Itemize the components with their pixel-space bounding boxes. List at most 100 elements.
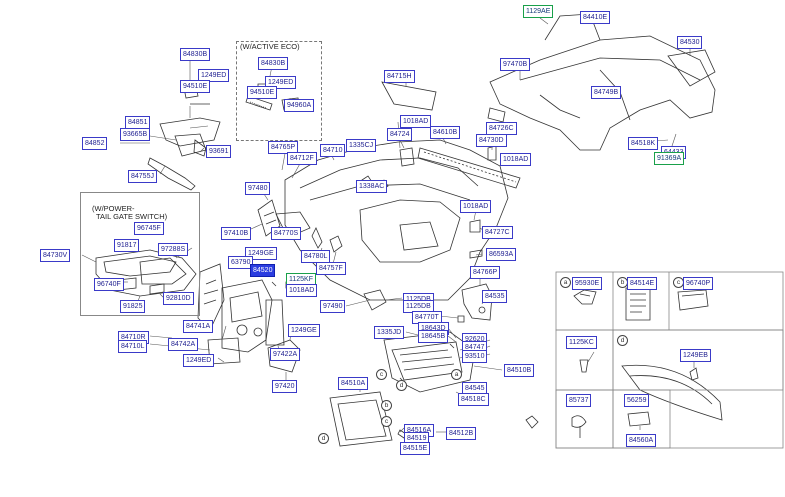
part-84515E[interactable]: 84515E: [400, 442, 431, 455]
part-85737[interactable]: 85737: [566, 394, 592, 407]
part-1018AD-mid[interactable]: 1018AD: [460, 200, 492, 213]
part-84780L[interactable]: 84780L: [301, 250, 331, 263]
part-92810D[interactable]: 92810D: [163, 292, 194, 305]
part-1018AD-lower[interactable]: 1018AD: [286, 284, 318, 297]
glove-box-part: [329, 391, 393, 447]
part-84410E[interactable]: 84410E: [580, 11, 611, 24]
center-air-vent-part: [363, 289, 387, 311]
part-1335CJ[interactable]: 1335CJ: [346, 139, 377, 152]
part-84727C[interactable]: 84727C: [482, 226, 513, 239]
part-84755J[interactable]: 84755J: [128, 170, 157, 183]
part-1335JD[interactable]: 1335JD: [374, 326, 405, 339]
callout-d: d: [617, 335, 628, 346]
part-84518K[interactable]: 84518K: [628, 137, 659, 150]
part-84512B[interactable]: 84512B: [446, 427, 477, 440]
part-84830B-eco[interactable]: 84830B: [258, 57, 289, 70]
part-97410B[interactable]: 97410B: [221, 227, 252, 240]
part-1249ED-lower[interactable]: 1249ED: [183, 354, 215, 367]
side-air-vent-part: [257, 199, 281, 237]
part-84520[interactable]: 84520: [250, 264, 276, 277]
screw-icon: [579, 359, 589, 373]
part-84560A[interactable]: 84560A: [626, 434, 657, 447]
part-84510B[interactable]: 84510B: [504, 364, 535, 377]
part-1125KC[interactable]: 1125KC: [566, 336, 597, 349]
part-97470B[interactable]: 97470B: [500, 58, 531, 71]
part-93510[interactable]: 93510: [462, 350, 488, 363]
part-1249ED[interactable]: 1249ED: [198, 69, 230, 82]
part-1018AD-top[interactable]: 1018AD: [400, 115, 432, 128]
part-84766P[interactable]: 84766P: [470, 266, 501, 279]
part-86593A[interactable]: 86593A: [486, 248, 517, 261]
active-eco-group: [236, 41, 322, 141]
part-84741A[interactable]: 84741A: [183, 320, 214, 333]
part-84514E[interactable]: 84514E: [627, 277, 658, 290]
part-84730V[interactable]: 84730V: [40, 249, 71, 262]
part-97288S[interactable]: 97288S: [158, 243, 189, 256]
part-96740F[interactable]: 96740F: [94, 278, 124, 291]
part-84852[interactable]: 84852: [82, 137, 108, 150]
part-94510E-eco[interactable]: 94510E: [247, 86, 278, 99]
lower-trim-part: [159, 117, 221, 147]
part-84770S[interactable]: 84770S: [271, 227, 302, 240]
part-91825[interactable]: 91825: [120, 300, 146, 313]
part-84710L[interactable]: 84710L: [118, 340, 148, 353]
part-84724[interactable]: 84724: [387, 128, 413, 141]
part-93665B[interactable]: 93665B: [120, 128, 151, 141]
center-fascia-part: [221, 279, 273, 353]
part-96745F[interactable]: 96745F: [134, 222, 164, 235]
part-97490[interactable]: 97490: [320, 300, 346, 313]
part-84742A[interactable]: 84742A: [168, 338, 199, 351]
part-84710[interactable]: 84710: [320, 144, 346, 157]
part-1249ED-eco[interactable]: 1249ED: [265, 76, 297, 89]
ref-d-lid: d: [318, 433, 329, 444]
part-84757F[interactable]: 84757F: [316, 262, 346, 275]
part-84518C[interactable]: 84518C: [458, 393, 489, 406]
power-tailgate-note-line1: (W/POWER-: [92, 204, 135, 213]
part-1249GE-lower[interactable]: 1249GE: [288, 324, 320, 337]
callout-a: a: [560, 277, 571, 288]
part-84510A[interactable]: 84510A: [338, 377, 369, 390]
part-1338AC[interactable]: 1338AC: [356, 180, 388, 193]
power-tailgate-note-line2: TAIL GATE SWITCH): [96, 212, 168, 221]
ref-c-glovebox: c: [376, 369, 387, 380]
part-94960A[interactable]: 94960A: [284, 99, 315, 112]
part-63790[interactable]: 63790: [228, 256, 254, 269]
cable-tie-icon: [525, 415, 539, 429]
cup-holder-icon: [677, 289, 709, 311]
part-97422A[interactable]: 97422A: [270, 348, 301, 361]
part-84610B[interactable]: 84610B: [430, 126, 461, 139]
part-84730D[interactable]: 84730D: [476, 134, 507, 147]
part-1129AE[interactable]: 1129AE: [523, 5, 554, 18]
ref-c-lid: c: [381, 416, 392, 427]
part-96740P[interactable]: 96740P: [683, 277, 714, 290]
part-84530[interactable]: 84530: [677, 36, 703, 49]
part-94510E[interactable]: 94510E: [180, 80, 211, 93]
dashboard-section-icon: [621, 364, 723, 421]
part-95930E[interactable]: 95930E: [572, 277, 603, 290]
cowl-cover-part: [381, 81, 437, 111]
cowl-crossmember-part: [489, 35, 716, 151]
part-84830B[interactable]: 84830B: [180, 48, 211, 61]
part-1249EB[interactable]: 1249EB: [680, 349, 711, 362]
part-97420[interactable]: 97420: [272, 380, 298, 393]
part-84765P[interactable]: 84765P: [268, 141, 299, 154]
clip-icon: [573, 289, 597, 305]
part-97480[interactable]: 97480: [245, 182, 271, 195]
part-84535[interactable]: 84535: [482, 290, 508, 303]
side-panel-part: [197, 263, 225, 331]
power-tailgate-group: [80, 192, 200, 316]
part-91369A[interactable]: 91369A: [654, 152, 685, 165]
part-84715H[interactable]: 84715H: [384, 70, 415, 83]
part-84712F[interactable]: 84712F: [287, 152, 317, 165]
part-18645B[interactable]: 18645B: [418, 330, 449, 343]
part-56259[interactable]: 56259: [624, 394, 650, 407]
part-84749B[interactable]: 84749B: [591, 86, 622, 99]
part-91817[interactable]: 91817: [114, 239, 140, 252]
cluster-housing-part: [267, 339, 301, 373]
part-1018AD-right[interactable]: 1018AD: [500, 153, 532, 166]
ref-b-lid: b: [381, 400, 392, 411]
active-eco-note: (W/ACTIVE ECO): [240, 42, 300, 51]
defroster-trim-part: [417, 147, 521, 189]
part-93691[interactable]: 93691: [206, 145, 232, 158]
